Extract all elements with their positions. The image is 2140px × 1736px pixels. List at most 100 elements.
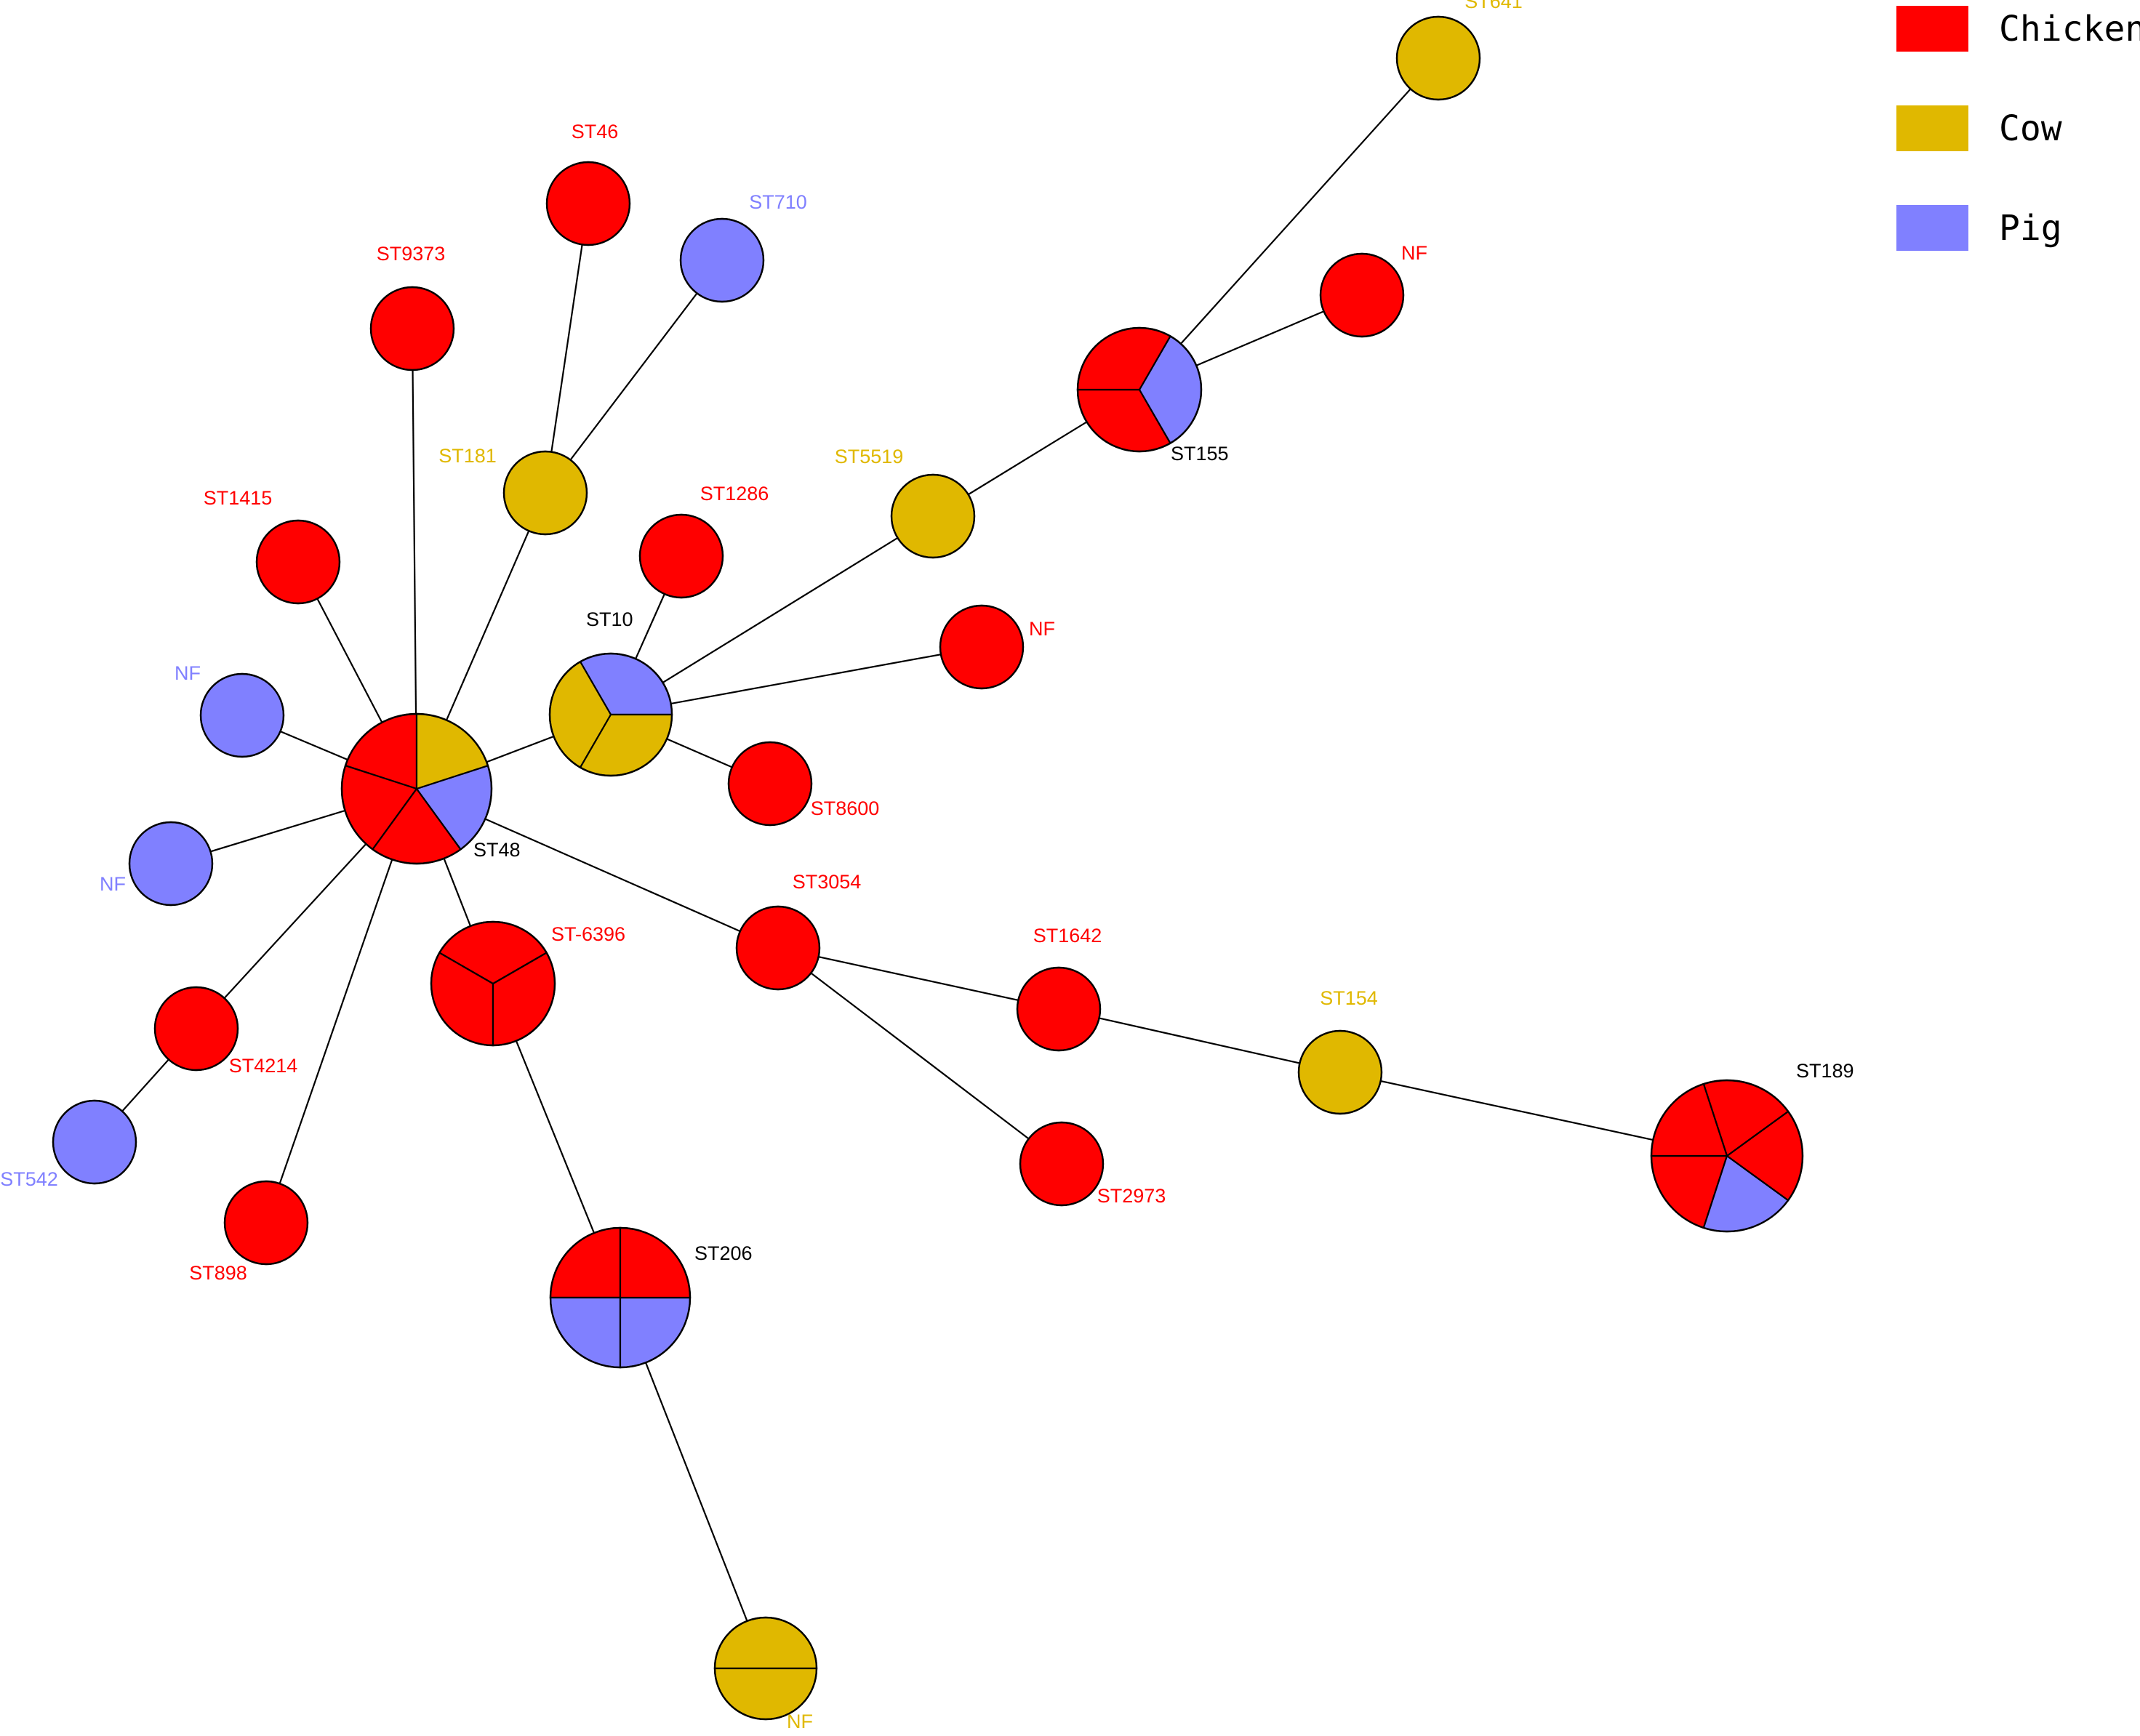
node-st1286[interactable] [638,513,724,599]
node-st8600[interactable] [727,741,813,827]
node-st181-outline [502,450,588,536]
legend-swatch-cow [1896,105,1968,151]
node-st9373-outline [369,286,455,371]
node-label-st2973: ST2973 [1097,1185,1166,1207]
node-st3054-outline [735,905,821,991]
node-st46-outline [545,161,631,246]
node-label-nf_pig_1: NF [175,662,201,684]
node-st710[interactable] [679,217,765,303]
node-label-st5519: ST5519 [835,446,904,467]
edge-st48-st898 [265,788,418,1223]
node-label-st3054: ST3054 [793,871,862,893]
node-st206-slice-1 [549,1296,622,1369]
node-label-nf_pig_2: NF [100,873,126,895]
edge-st10-st5519 [610,515,934,715]
edge-st3054-st1642 [777,947,1059,1010]
node-st641[interactable] [1395,15,1481,101]
node-st1642[interactable] [1016,966,1102,1052]
node-label-st155: ST155 [1171,443,1229,465]
node-nf_red_mid-outline [939,604,1025,690]
node-st641-outline [1395,15,1481,101]
node-st3054[interactable] [735,905,821,991]
node-st189[interactable] [1650,1079,1804,1233]
node-st154-outline [1297,1029,1383,1115]
node-st189-outline [1650,1079,1804,1233]
legend-swatch-pig [1896,205,1968,251]
node-label-st9373: ST9373 [377,243,446,265]
node-nf_cow-slice-0 [713,1616,818,1670]
node-st10[interactable] [548,652,673,777]
node-st4214-outline [153,986,239,1072]
legend-swatch-chicken [1896,6,1968,52]
node-label-st898: ST898 [189,1262,247,1284]
edge-st48-st9373 [411,328,418,789]
node-st1415[interactable] [255,519,341,605]
node-label-st10: ST10 [586,608,633,630]
node-st1415-outline [255,519,341,605]
node-st710-outline [679,217,765,303]
node-label-st48: ST48 [473,839,521,861]
node-nf_pig_1-outline [199,672,285,758]
node-st542[interactable] [52,1099,137,1185]
node-label-st641: ST641 [1464,0,1523,12]
node-st5519[interactable] [890,473,976,559]
node-label-st1415: ST1415 [204,487,273,509]
node-st2973[interactable] [1019,1121,1105,1207]
legend-label-chicken: Chicken [1999,9,2140,49]
edge-st155-st641 [1139,57,1439,390]
node-label-st189: ST189 [1796,1060,1854,1082]
node-st206-slice-0 [549,1226,622,1299]
node-st898[interactable] [223,1180,309,1266]
node-nf_pig_2-outline [128,821,214,907]
node-nf_red_top-outline [1319,252,1405,338]
node-nf_red_top[interactable] [1319,252,1405,338]
legend-label-pig: Pig [1999,208,2062,249]
node-label-nf_red_mid: NF [1029,618,1055,640]
node-st206[interactable] [549,1226,692,1369]
node-nf_pig_2[interactable] [128,821,214,907]
edge-st1642-st154 [1058,1008,1341,1074]
node-st10-outline [548,652,673,777]
node-st4214[interactable] [153,986,239,1072]
node-st898-outline [223,1180,309,1266]
edge-st10-nf_red_mid [610,646,982,716]
node-nf_cow[interactable] [713,1616,818,1721]
node-label-st4214: ST4214 [229,1055,298,1077]
node-label-st181: ST181 [438,445,497,467]
node-st2973-outline [1019,1121,1105,1207]
legend-label-cow: Cow [1999,108,2062,149]
node-st5519-outline [890,473,976,559]
node-st155-outline [1076,326,1203,453]
node-st6396-outline [430,920,556,1047]
node-label-st1286: ST1286 [700,483,769,505]
edge-st3054-st2973 [777,947,1062,1165]
node-st206-slice-3 [619,1226,692,1299]
node-st1642-outline [1016,966,1102,1052]
node-st181[interactable] [502,450,588,536]
node-st1286-outline [638,513,724,599]
node-st155[interactable] [1076,326,1203,453]
node-st9373[interactable] [369,286,455,371]
node-st206-slice-2 [619,1296,692,1369]
node-nf_cow-outline [713,1616,818,1721]
node-nf_pig_1[interactable] [199,672,285,758]
node-nf_red_mid[interactable] [939,604,1025,690]
node-label-st206: ST206 [694,1242,753,1264]
node-st6396[interactable] [430,920,556,1047]
node-label-st46: ST46 [572,121,619,142]
node-label-st542: ST542 [0,1168,58,1190]
node-label-nf_red_top: NF [1401,242,1427,264]
edge-st181-st46 [544,203,590,494]
node-st154[interactable] [1297,1029,1383,1115]
node-label-st6396: ST-6396 [551,923,625,945]
node-st8600-outline [727,741,813,827]
node-label-nf_cow: NF [787,1711,813,1732]
labels-layer: ST48ST10ST155ST189ST206ST-6396ST46ST710S… [0,0,1854,1732]
node-st46[interactable] [545,161,631,246]
node-st542-outline [52,1099,137,1185]
node-label-st8600: ST8600 [811,797,880,819]
edge-st181-st710 [545,260,723,494]
node-st48[interactable] [340,712,493,865]
